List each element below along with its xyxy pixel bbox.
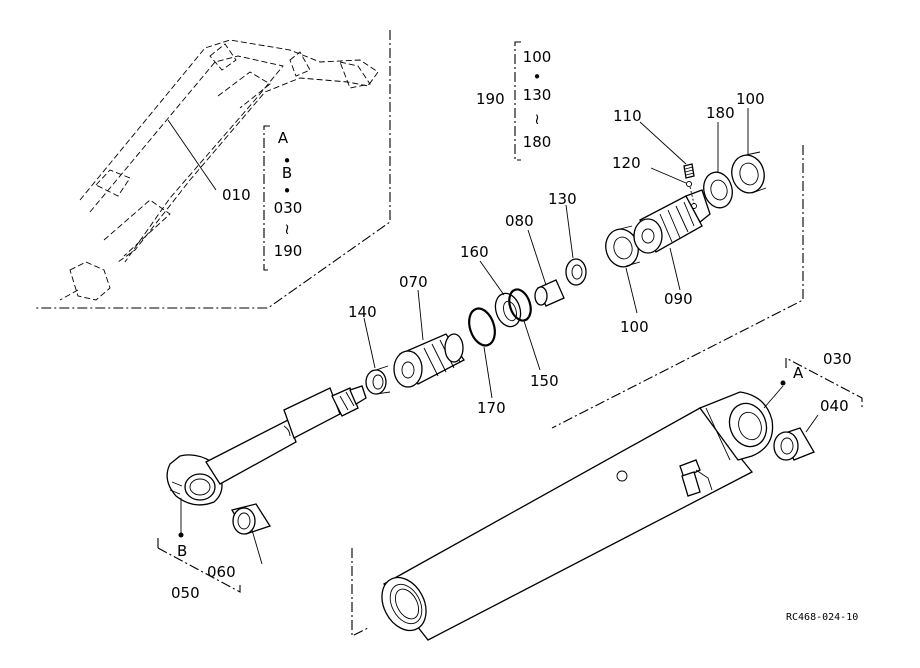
label-010: 010 [222,186,251,204]
part-110-setscrew [683,163,695,179]
group-left-line3: 030 [274,199,303,217]
part-130 [565,258,587,286]
group-top-tilde: ≀ [534,110,540,128]
group-top-bracket: 190 100 • 130 ≀ 180 [476,41,552,161]
group-left-line1: A [278,129,289,147]
part-140 [365,365,391,395]
assembly-envelope-left [351,548,369,637]
group-left-line2: B [282,164,292,182]
part-180 [703,171,733,209]
bushing-060 [231,503,271,535]
part-150-seal [508,288,532,322]
part-170-oring [468,307,496,347]
part-120-ball [685,180,693,188]
label-060: 060 [207,563,236,581]
group-left-dot2: • [283,182,292,200]
marker-A-dot [780,380,786,386]
cylinder-tube [381,391,774,641]
label-090: 090 [664,290,693,308]
marker-B-dot [178,532,184,538]
label-100-lower: 100 [620,318,649,336]
label-110: 110 [613,107,642,125]
label-140: 140 [348,303,377,321]
label-040: 040 [820,397,849,415]
part-100-upper [731,151,767,194]
group-left-dot1: • [283,152,292,170]
marker-A: A [793,364,804,382]
boom-arm-sketch [36,30,391,309]
label-130: 130 [548,190,577,208]
group-left-tilde: ≀ [284,220,290,238]
bushing-040 [773,427,815,461]
group-top-line3: 180 [523,133,552,151]
assembly-envelope-right [551,145,804,429]
label-030: 030 [823,350,852,368]
part-070-gland [393,333,465,388]
piston-rod [166,385,367,506]
label-170: 170 [477,399,506,417]
label-100-upper: 100 [736,90,765,108]
label-150: 150 [530,372,559,390]
group-left-bracket: A • B • 030 ≀ 190 [263,125,303,271]
label-180: 180 [706,104,735,122]
group-top-line2: 130 [523,86,552,104]
reference-code: RC468-024-10 [786,612,858,623]
group-top-title: 190 [476,90,505,108]
marker-B: B [177,542,187,560]
part-090-piston [633,189,711,254]
bracket-030 [785,357,863,408]
group-top-dot1: • [533,68,542,86]
label-120: 120 [612,154,641,172]
part-080 [534,279,565,307]
part-160 [494,292,522,328]
bracket-050 [157,538,241,593]
group-left-line4: 190 [274,242,303,260]
label-160: 160 [460,243,489,261]
label-050: 050 [171,584,200,602]
label-070: 070 [399,273,428,291]
label-080: 080 [505,212,534,230]
group-top-line1: 100 [523,48,552,66]
